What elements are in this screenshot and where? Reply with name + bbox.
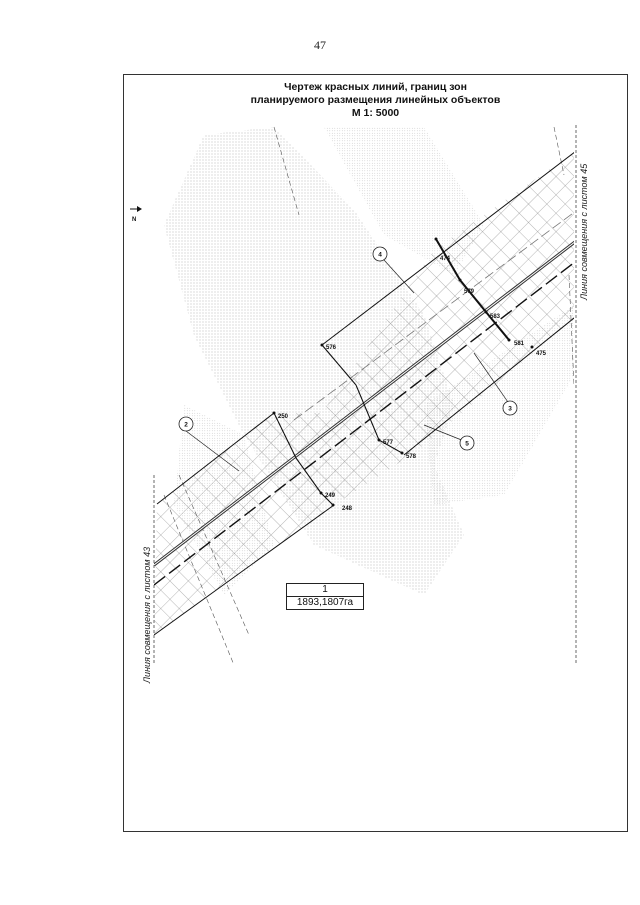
page-number: 47: [314, 38, 326, 52]
corridor-boundary: [154, 504, 335, 636]
zone-boundary: [273, 412, 334, 506]
title-line-2: планируемого размещения линейных объекто…: [250, 94, 501, 106]
svg-text:2: 2: [184, 422, 188, 429]
circled-label: 2: [178, 416, 194, 432]
drawing-title: Чертеж красных линий, границ зон планиру…: [124, 81, 627, 120]
match-line-label-left: Линия совмещения с листом 43: [142, 547, 152, 684]
map-content: 474 579 583 581 475 576 577 578 250 249 …: [154, 126, 574, 665]
red-line-dashed: [293, 211, 574, 421]
title-line-1: Чертеж красных линий, границ зон: [284, 81, 467, 93]
red-line-dashed: [154, 261, 574, 586]
drawing-frame: Чертеж красных линий, границ зон планиру…: [123, 74, 628, 832]
pipeline-line: [154, 242, 574, 566]
point-label: 249: [325, 493, 336, 499]
point-markers: [272, 237, 534, 507]
svg-text:N: N: [132, 217, 136, 223]
corridor-boundary: [321, 152, 574, 346]
circled-label: 4: [372, 246, 388, 262]
point-label: 474: [440, 256, 451, 262]
zone-area: 1893,1807га: [287, 596, 363, 609]
point-label: 581: [514, 341, 525, 347]
zone-area-box: 1 1893,1807га: [286, 583, 364, 610]
terrain-area: [324, 127, 484, 275]
point-label: 475: [536, 351, 547, 357]
zone-boundary: [321, 344, 403, 454]
point-label: 579: [464, 289, 475, 295]
point-label: 250: [278, 414, 289, 420]
point-label: 576: [326, 345, 337, 351]
terrain-area: [164, 127, 464, 595]
north-arrow: N: [130, 206, 142, 223]
point-label: 577: [383, 440, 394, 446]
svg-text:4: 4: [378, 252, 382, 259]
title-line-3: М 1: 5000: [351, 107, 400, 119]
corridor-hatch: [154, 152, 574, 635]
circled-label: 3: [502, 400, 518, 416]
circled-label: 5: [459, 435, 475, 451]
corridor-boundary: [156, 412, 275, 505]
terrain-area: [424, 305, 574, 505]
svg-text:3: 3: [508, 406, 512, 413]
point-label: 578: [406, 454, 417, 460]
label-leaders: [185, 259, 511, 472]
match-line-label-right: Линия совмещения с листом 45: [579, 163, 589, 301]
zone-number: 1: [322, 584, 328, 595]
svg-text:5: 5: [465, 441, 469, 448]
zone-boundary: [435, 238, 510, 341]
point-label: 583: [490, 314, 501, 320]
point-label: 248: [342, 506, 353, 512]
map-drawing: 474 579 583 581 475 576 577 578 250 249 …: [130, 125, 589, 684]
